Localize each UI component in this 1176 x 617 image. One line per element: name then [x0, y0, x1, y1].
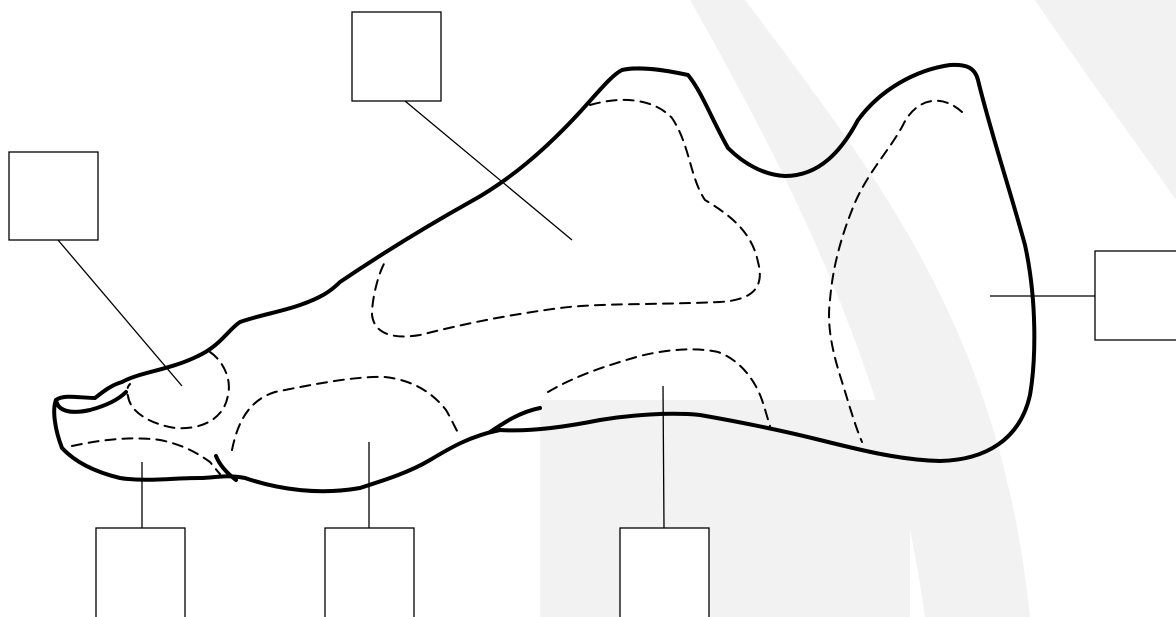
watermark-block [540, 400, 910, 617]
label-box-bottom-center[interactable] [325, 528, 414, 617]
label-box-top-center[interactable] [352, 12, 441, 101]
label-box-bottom-left[interactable] [96, 528, 185, 617]
background-watermark [540, 0, 1176, 617]
label-box-bottom-right[interactable] [620, 528, 709, 617]
leader-line-top-center [405, 101, 572, 240]
zone-upper-metatarsal [372, 100, 760, 337]
label-box-right[interactable] [1095, 251, 1176, 340]
zone-forefoot-pad [232, 377, 460, 450]
watermark-tail [1035, 0, 1176, 200]
label-box-top-left[interactable] [9, 152, 98, 240]
leader-line-top-left [58, 240, 182, 386]
